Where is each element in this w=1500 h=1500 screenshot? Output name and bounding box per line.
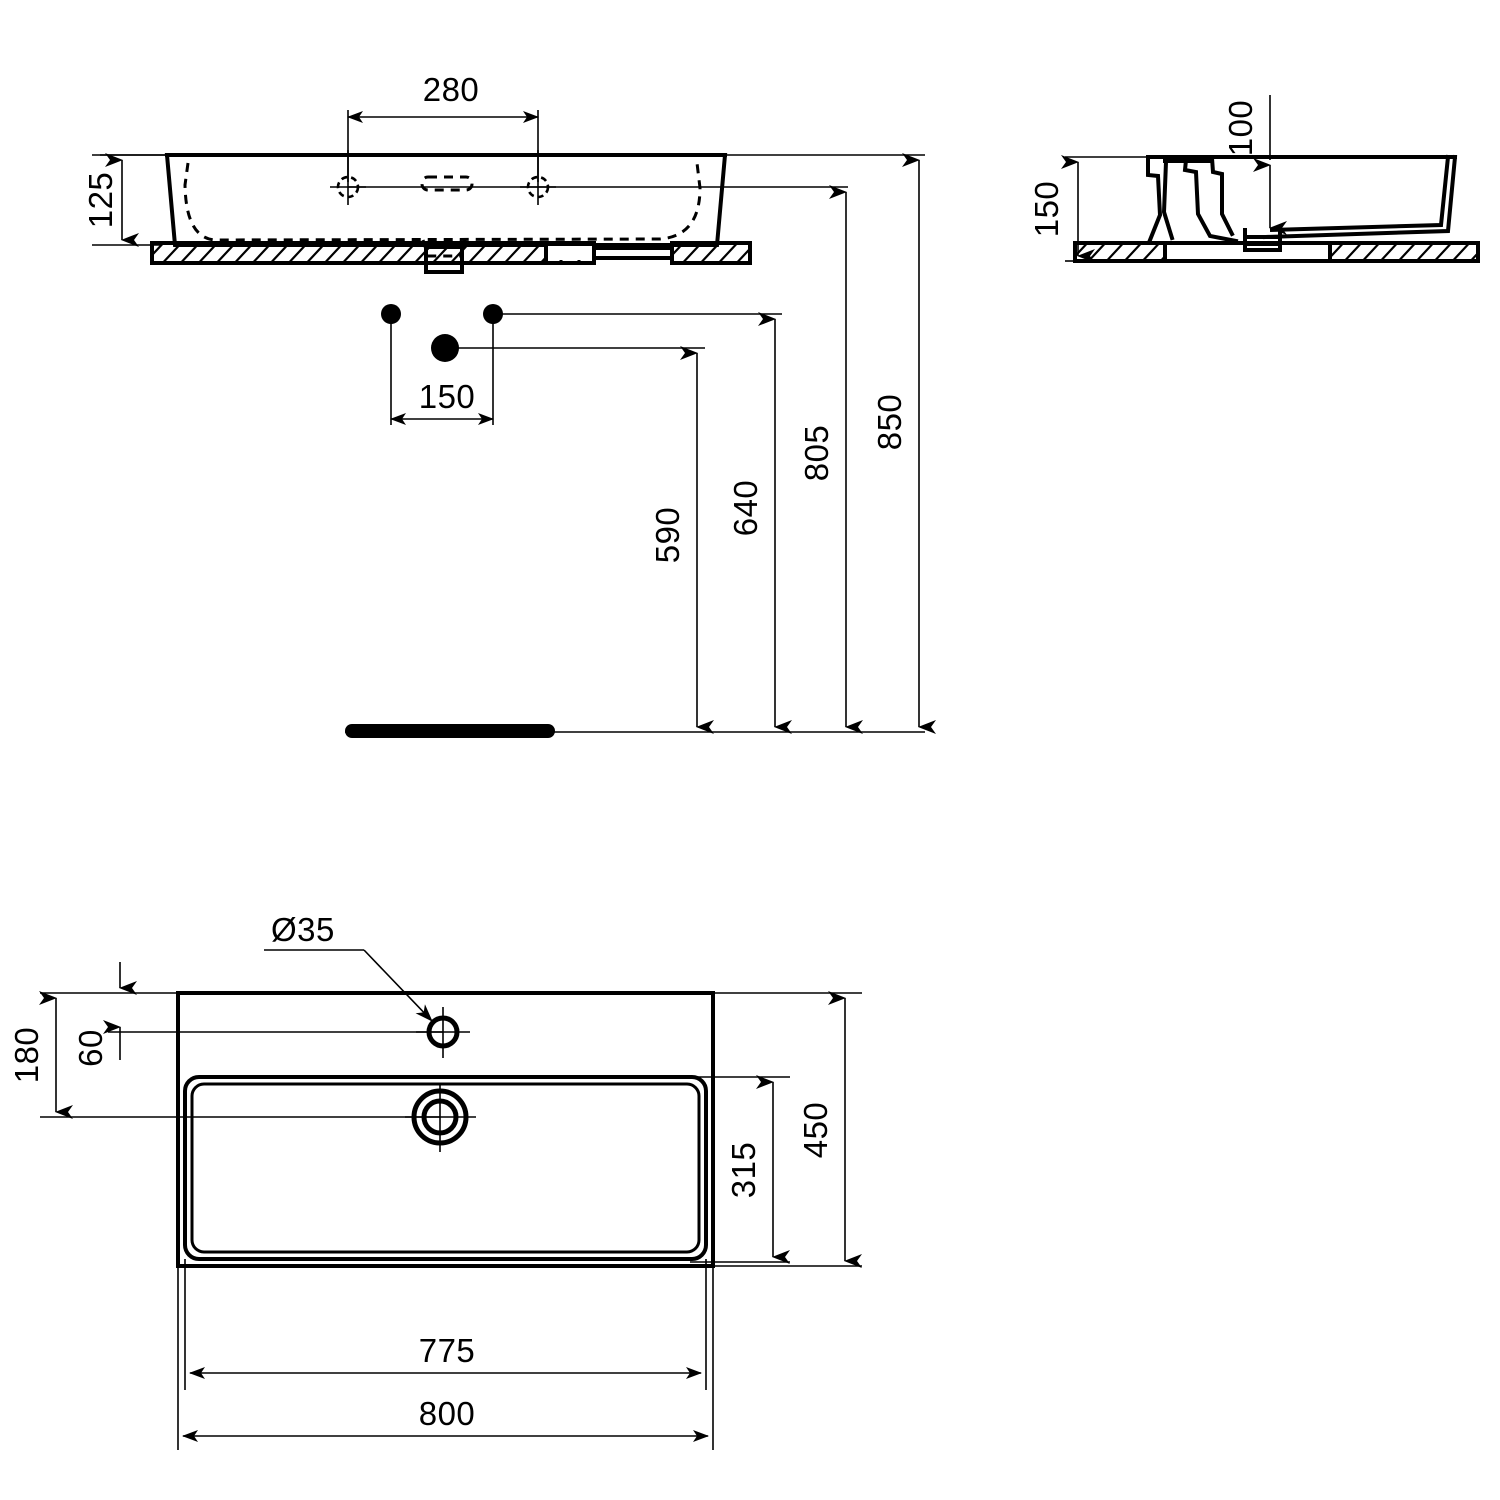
dim-diameter-35-label: Ø35 xyxy=(271,911,335,948)
dim-775-label: 775 xyxy=(419,1332,476,1369)
side-mounting-slab xyxy=(1073,241,1480,263)
dim-805: 805 xyxy=(798,185,863,734)
side-elevation-view: 150 100 xyxy=(1028,95,1480,263)
dim-125: 125 xyxy=(82,153,170,247)
basin-bowl-hidden-outline xyxy=(183,162,702,242)
side-basin-right-wall xyxy=(1262,154,1458,240)
side-support-left xyxy=(1146,155,1163,243)
dim-450: 450 xyxy=(797,991,862,1268)
side-support-mid xyxy=(1182,157,1239,244)
dim-590-label: 590 xyxy=(649,507,686,564)
plan-outer-rim xyxy=(176,991,715,1268)
slab-hatching-right xyxy=(672,243,750,263)
dim-640: 640 xyxy=(727,312,792,734)
dim-100-bowl-depth: 100 xyxy=(1222,95,1287,235)
top-plan-view: Ø35 180 60 315 450 xyxy=(8,911,862,1450)
dim-450-label: 450 xyxy=(797,1102,834,1159)
dim-315: 315 xyxy=(725,1075,790,1264)
dim-805-label: 805 xyxy=(798,425,835,482)
dim-125-label: 125 xyxy=(82,172,119,229)
dim-850-label: 850 xyxy=(871,394,908,451)
dim-60: 60 xyxy=(72,962,137,1067)
installation-heights: 150 590 640 805 850 xyxy=(345,153,936,738)
side-basin-inner-wall xyxy=(1269,154,1451,233)
dim-150-side-label: 150 xyxy=(1028,181,1065,238)
dim-280: 280 xyxy=(347,71,539,182)
side-support-mid-inner xyxy=(1209,155,1235,237)
front-elevation-view: 280 125 xyxy=(82,71,925,274)
overflow-slot-hidden xyxy=(420,175,474,192)
dim-180: 180 xyxy=(8,991,73,1119)
floor-symbol-bar xyxy=(345,724,555,738)
dim-800-label: 800 xyxy=(419,1395,476,1432)
dim-640-label: 640 xyxy=(727,480,764,537)
mounting-slab xyxy=(150,241,752,274)
dim-315-label: 315 xyxy=(725,1142,762,1199)
plan-bowl-outline xyxy=(183,1075,708,1261)
side-support-left-inner xyxy=(1161,159,1175,241)
basin-body-outline xyxy=(164,153,728,247)
dim-180-label: 180 xyxy=(8,1027,45,1084)
dim-775: 775 xyxy=(189,1332,702,1379)
dim-150-spacing-label: 150 xyxy=(419,378,476,415)
dim-280-label: 280 xyxy=(423,71,480,108)
dim-60-label: 60 xyxy=(72,1029,109,1067)
plan-bowl-inner-outline xyxy=(190,1082,701,1254)
diameter-callout-leader: Ø35 xyxy=(264,911,433,1022)
dim-590: 590 xyxy=(649,346,714,734)
side-waste-boss xyxy=(1243,228,1282,252)
dim-800: 800 xyxy=(182,1395,709,1442)
dim-100-label: 100 xyxy=(1222,100,1259,157)
dim-850: 850 xyxy=(871,153,936,734)
dim-150-supply-spacing: 150 xyxy=(390,378,494,425)
dim-150-side: 150 xyxy=(1028,155,1152,263)
